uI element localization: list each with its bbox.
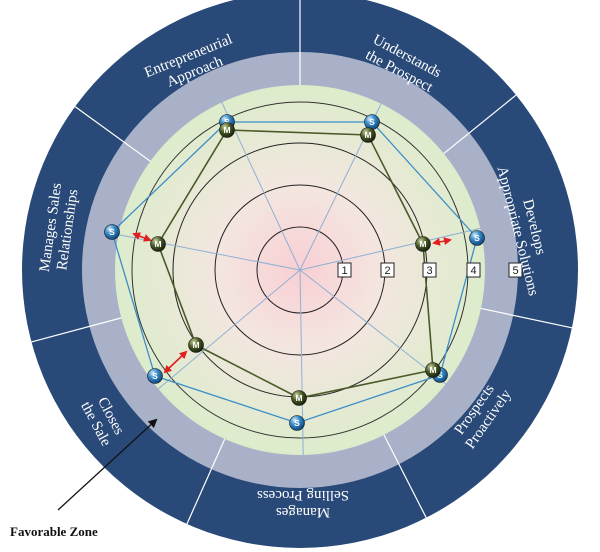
segment-label-manages-selling-line2: Selling Process (257, 487, 349, 503)
spoke-4 (299, 269, 447, 385)
segment-divider-5 (186, 438, 226, 525)
scale-box-2 (380, 262, 395, 278)
spoke-3 (299, 227, 481, 271)
scale-box-4 (466, 262, 481, 278)
segment-divider-6 (31, 317, 122, 343)
scale-box-5 (508, 262, 523, 278)
scale-label-4: 4 (470, 265, 476, 277)
gap-arrow-2 (432, 237, 452, 246)
svg-text:S: S (109, 227, 115, 237)
s-marker-1: S (364, 114, 380, 130)
scale-labels: 1 2 3 4 5 (337, 262, 523, 278)
m-marker-7: M (219, 122, 235, 138)
scale-box-1 (337, 262, 352, 278)
favorable-zone-arrow (57, 418, 158, 511)
segment-label-manages-selling-line1: Manages (276, 504, 330, 520)
scale-label-3: 3 (426, 265, 432, 277)
gap-arrows (132, 232, 452, 374)
m-marker-4: M (291, 390, 307, 406)
gap-arrow-1 (132, 232, 152, 242)
svg-text:M: M (223, 125, 230, 135)
scale-label-2: 2 (384, 265, 390, 277)
s-series-outline (111, 121, 478, 424)
segment-divider-4 (383, 434, 427, 518)
svg-text:M: M (295, 393, 302, 403)
m-marker-1: M (360, 127, 376, 143)
s-marker-2: S (469, 230, 485, 246)
svg-text:M: M (192, 340, 199, 350)
svg-text:S: S (369, 117, 375, 127)
scale-box-3 (422, 262, 437, 278)
s-marker-4: S (289, 415, 305, 431)
svg-text:S: S (152, 371, 158, 381)
scale-label-1: 1 (341, 265, 347, 277)
m-marker-6: M (150, 236, 166, 252)
scale-label-5: 5 (512, 265, 518, 277)
svg-text:S: S (224, 117, 230, 127)
svg-text:M: M (419, 239, 426, 249)
favorable-zone-label: Favorable Zone (10, 524, 98, 539)
svg-text:M: M (364, 130, 371, 140)
s-marker-5: S (147, 368, 163, 384)
segment-divider-2 (443, 94, 517, 155)
segment-divider-3 (480, 307, 573, 329)
m-marker-2: M (415, 236, 431, 252)
svg-text:M: M (154, 239, 161, 249)
svg-text:M: M (429, 365, 436, 375)
m-marker-3: M (425, 362, 441, 378)
segment-divider-7 (74, 106, 151, 162)
svg-text:S: S (437, 370, 443, 380)
svg-text:S: S (474, 233, 480, 243)
m-marker-5: M (188, 337, 204, 353)
gap-arrow-3 (163, 350, 188, 374)
svg-text:S: S (294, 418, 300, 428)
s-marker-6: S (104, 224, 120, 240)
segment-dividers (31, 0, 573, 525)
